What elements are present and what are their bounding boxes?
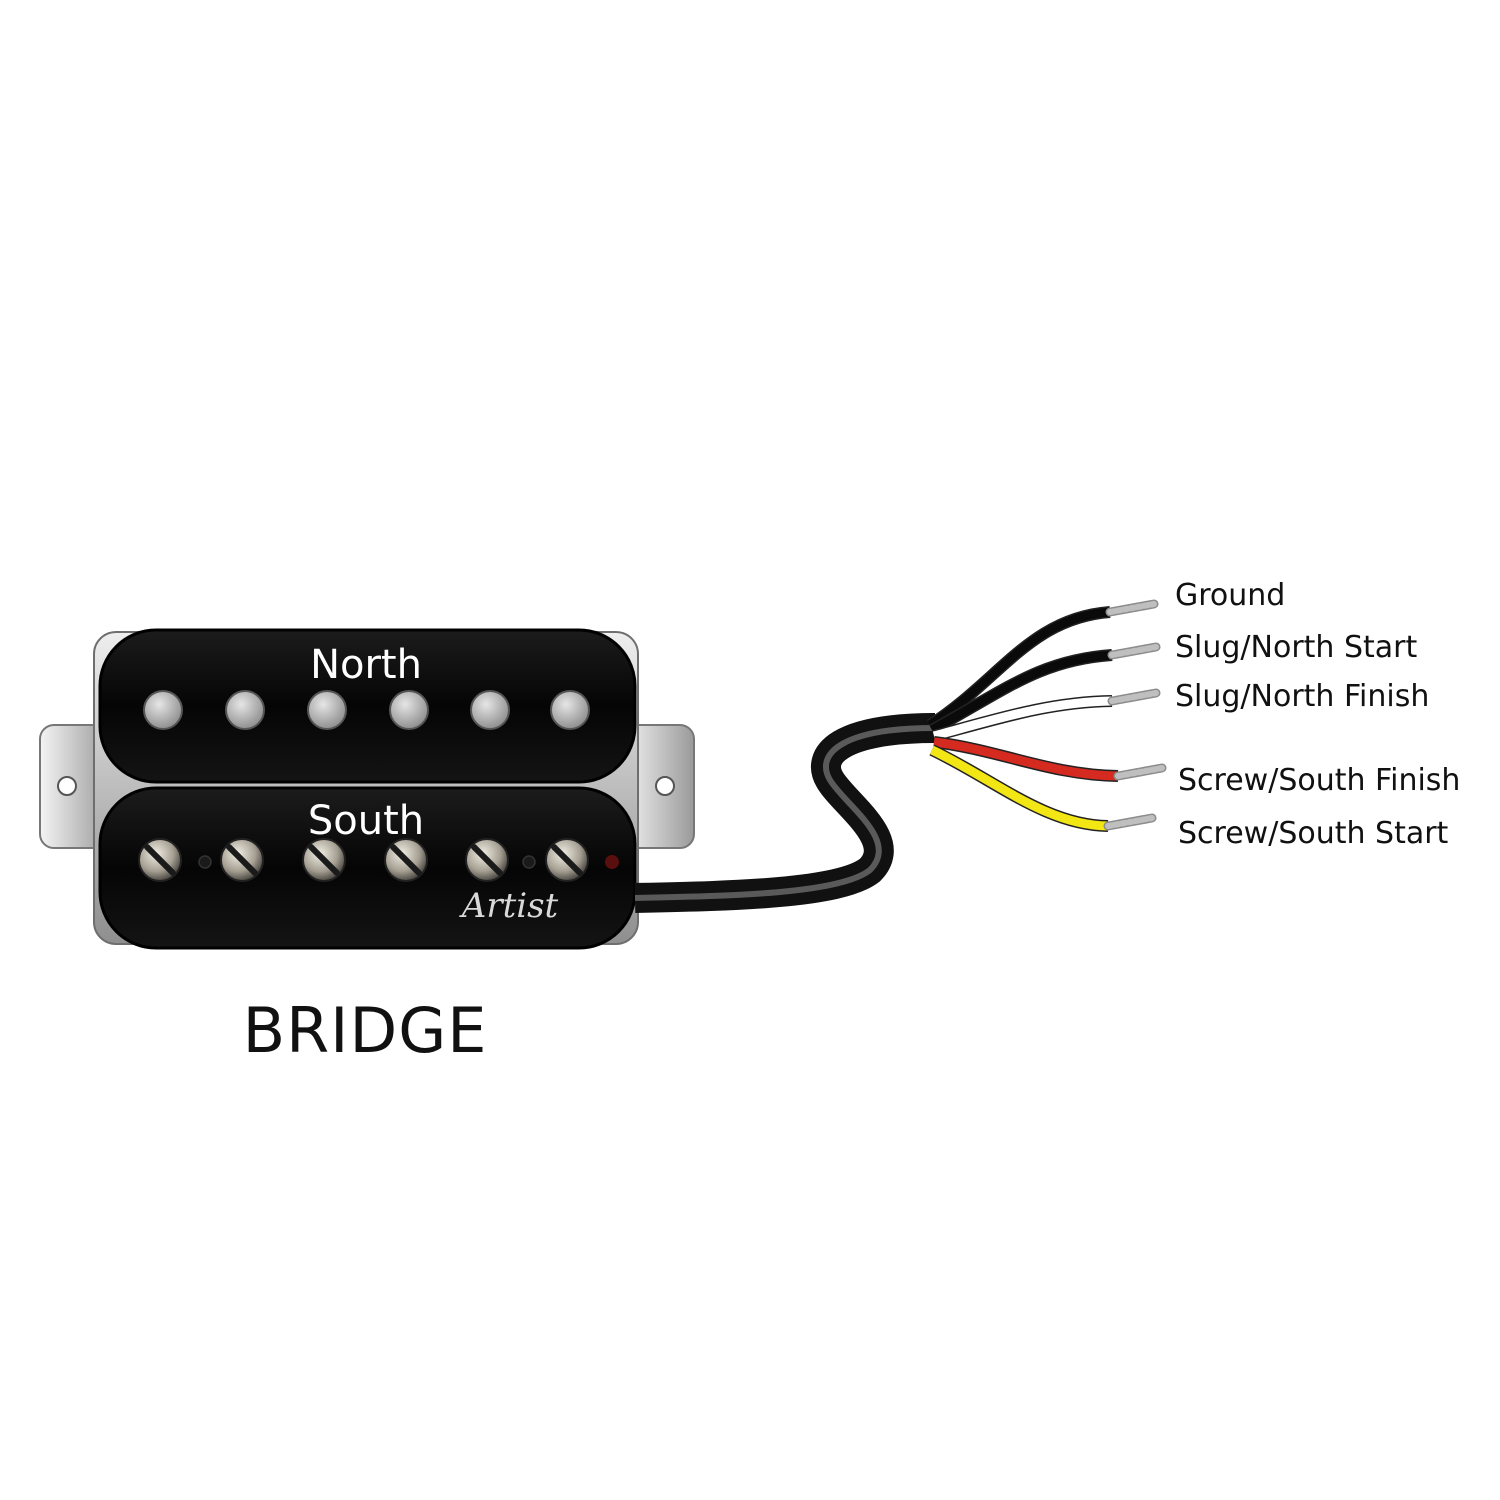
slug-pole-3 [307,690,347,730]
slug-pole-6 [550,690,590,730]
cable-highlight [634,725,936,901]
stripped-tip [1103,813,1157,831]
screw-pole-2 [220,838,264,882]
stripped-tip [1107,688,1161,706]
wire-insulation [933,737,1119,781]
brand-logo: Artist [459,886,559,926]
stripped-tip [1107,642,1161,660]
wire-insulation [930,745,1109,831]
screw-pole-4 [384,838,428,882]
hex-hole-left [198,855,212,869]
wire-insulation [929,650,1113,734]
screw-pole-1 [138,838,182,882]
position-label: BRIDGE [243,994,488,1067]
slug-pole-5 [470,690,510,730]
south-coil: South Artist [98,786,637,950]
wire-insulation [927,607,1111,729]
wire-3: Slug/North Finish [932,679,1429,742]
cable [634,713,936,913]
wire-1: Ground [926,578,1285,731]
hex-hole-right [522,855,536,869]
wire-5: Screw/South Start [929,744,1449,851]
south-coil-label: South [308,798,424,844]
wire-label-2: Slug/North Start [1175,630,1418,665]
screw-pole-6 [545,838,589,882]
mounting-hole-left [57,776,77,796]
slug-pole-4 [389,690,429,730]
wire-label-4: Screw/South Finish [1178,763,1460,798]
stripped-tip [1105,599,1159,617]
mounting-hole-right [655,776,675,796]
north-coil-label: North [310,642,422,688]
wire-label-1: Ground [1175,578,1285,613]
wire-label-3: Slug/North Finish [1175,679,1429,714]
screw-pole-pieces [138,838,589,882]
wire-2: Slug/North Start [929,630,1418,736]
slug-pole-2 [225,690,265,730]
wire-label-5: Screw/South Start [1178,816,1449,851]
wire-insulation [932,696,1113,741]
slug-pole-pieces [143,690,590,730]
red-marker-dot [605,855,619,869]
stripped-tip [1113,763,1167,781]
wire-4: Screw/South Finish [933,736,1460,798]
north-coil: North [98,628,637,784]
screw-pole-5 [465,838,509,882]
slug-pole-1 [143,690,183,730]
screw-pole-3 [302,838,346,882]
